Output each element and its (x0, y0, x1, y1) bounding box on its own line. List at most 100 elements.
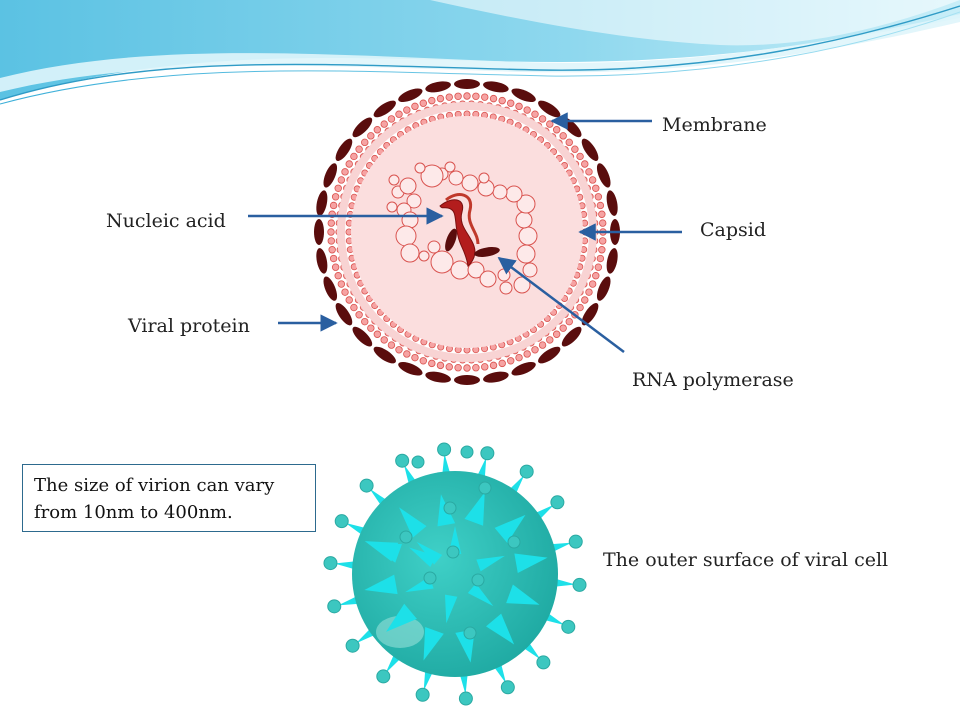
membrane-label: Membrane (662, 114, 767, 136)
spike-icon (399, 507, 427, 538)
membrane-bead (507, 357, 515, 365)
capsid-label: Capsid (700, 219, 767, 241)
nucleocapsid-bubble (518, 226, 538, 246)
spiky-virus-exterior (323, 442, 587, 706)
spike-icon (467, 583, 494, 607)
membrane-bead (350, 152, 358, 161)
glycoprotein-icon (425, 81, 451, 93)
membrane-bead (531, 346, 539, 354)
membrane-bead (331, 193, 340, 201)
membrane-bead (498, 359, 506, 368)
membrane-bead (559, 324, 567, 332)
membrane-bead (428, 96, 436, 105)
spike-knob-icon (376, 669, 391, 684)
nucleocapsid-bubble (450, 260, 470, 280)
nucleocapsid-bubble (406, 193, 422, 209)
nucleocapsid-bubble (388, 174, 400, 186)
membrane-bead (552, 126, 561, 134)
spike-icon (386, 603, 417, 632)
spike-icon (423, 626, 444, 661)
membrane-bead (598, 210, 606, 218)
spike-knob-icon (423, 571, 437, 585)
membrane-bead (395, 346, 403, 354)
spike-knob-icon (463, 626, 477, 640)
spike-knob-icon (411, 455, 425, 469)
glycoprotein-icon (606, 190, 618, 216)
membrane-bead (327, 237, 335, 245)
glycoprotein-icon (352, 117, 373, 138)
spike-icon (506, 584, 540, 605)
nucleocapsid-bubble (444, 161, 456, 173)
spike-knob-icon (536, 655, 551, 670)
membrane-bead (361, 317, 369, 326)
membrane-bead (546, 336, 554, 344)
glycoprotein-icon (314, 219, 324, 245)
membrane-bead (387, 115, 396, 123)
annotation-arrows (248, 112, 682, 353)
membrane-bead (498, 96, 506, 105)
membrane-bead (395, 110, 403, 118)
glycoprotein-icon (425, 371, 451, 383)
membrane-bead (581, 296, 589, 304)
membrane-bead (571, 145, 579, 153)
nucleocapsid-bubble (505, 185, 523, 203)
virus-sphere (352, 471, 558, 677)
glycoprotein-icon (316, 190, 328, 216)
note-line-1: The size of virion can vary (34, 475, 275, 496)
glycoprotein-icon (352, 326, 373, 347)
membrane-bead (355, 311, 363, 319)
membrane-bead (380, 336, 388, 344)
nucleocapsid-bubble (420, 164, 444, 188)
membrane-bead (481, 93, 489, 101)
nucleocapsid-bubble (522, 262, 538, 278)
nucleocapsid-bubble (418, 250, 430, 262)
membrane-bead (445, 363, 453, 371)
membrane-bead (334, 272, 342, 280)
membrane-bead (596, 254, 605, 263)
membrane-bead (327, 219, 335, 227)
glycoprotein-icon (398, 361, 423, 376)
header-wave-decoration (0, 0, 960, 105)
membrane-bead (594, 263, 603, 271)
membrane-bead (411, 102, 419, 111)
spike-knob-icon (471, 573, 485, 587)
viral-glycoproteins (314, 79, 620, 385)
nucleocapsid-bubble (515, 211, 533, 229)
membrane-bead (341, 168, 349, 176)
glycoprotein-icon (596, 276, 611, 301)
membrane-bead (403, 106, 411, 114)
membrane-bead (428, 359, 436, 368)
membrane-bead (373, 126, 382, 134)
spike-knob-icon (572, 577, 587, 592)
membrane-bead (565, 138, 573, 147)
spike-icon (494, 514, 526, 544)
glycoprotein-icon (454, 79, 480, 89)
spike-knob-icon (345, 638, 360, 653)
nucleocapsid-bubble (516, 194, 536, 214)
membrane-bead (463, 92, 471, 100)
nucleocapsid-bubble (467, 261, 485, 279)
membrane-bead (350, 303, 358, 312)
nucleocapsid-proteins (386, 161, 538, 295)
membrane-bead (538, 341, 547, 349)
spike-knob-icon (550, 495, 565, 510)
membrane-bead (489, 94, 498, 103)
spike-knob-icon (478, 481, 492, 495)
nucleocapsid-bubble (492, 184, 508, 200)
membrane-bead (481, 363, 489, 371)
spike-icon (444, 594, 458, 624)
capsid (351, 116, 583, 348)
membrane-bead (403, 350, 411, 358)
membrane-bead (472, 92, 480, 100)
membrane-bead (599, 219, 607, 227)
nucleic-acid-strand-2 (445, 193, 480, 245)
membrane-bead (419, 99, 427, 107)
nucleocapsid-bubble (499, 281, 513, 295)
virion-cross-section (314, 79, 620, 385)
spike-knob-icon (458, 691, 473, 706)
membrane-bead (329, 201, 338, 210)
membrane-bead (454, 92, 462, 100)
rna-polymerase-label: RNA polymerase (632, 369, 794, 391)
front-spikes (364, 445, 548, 663)
